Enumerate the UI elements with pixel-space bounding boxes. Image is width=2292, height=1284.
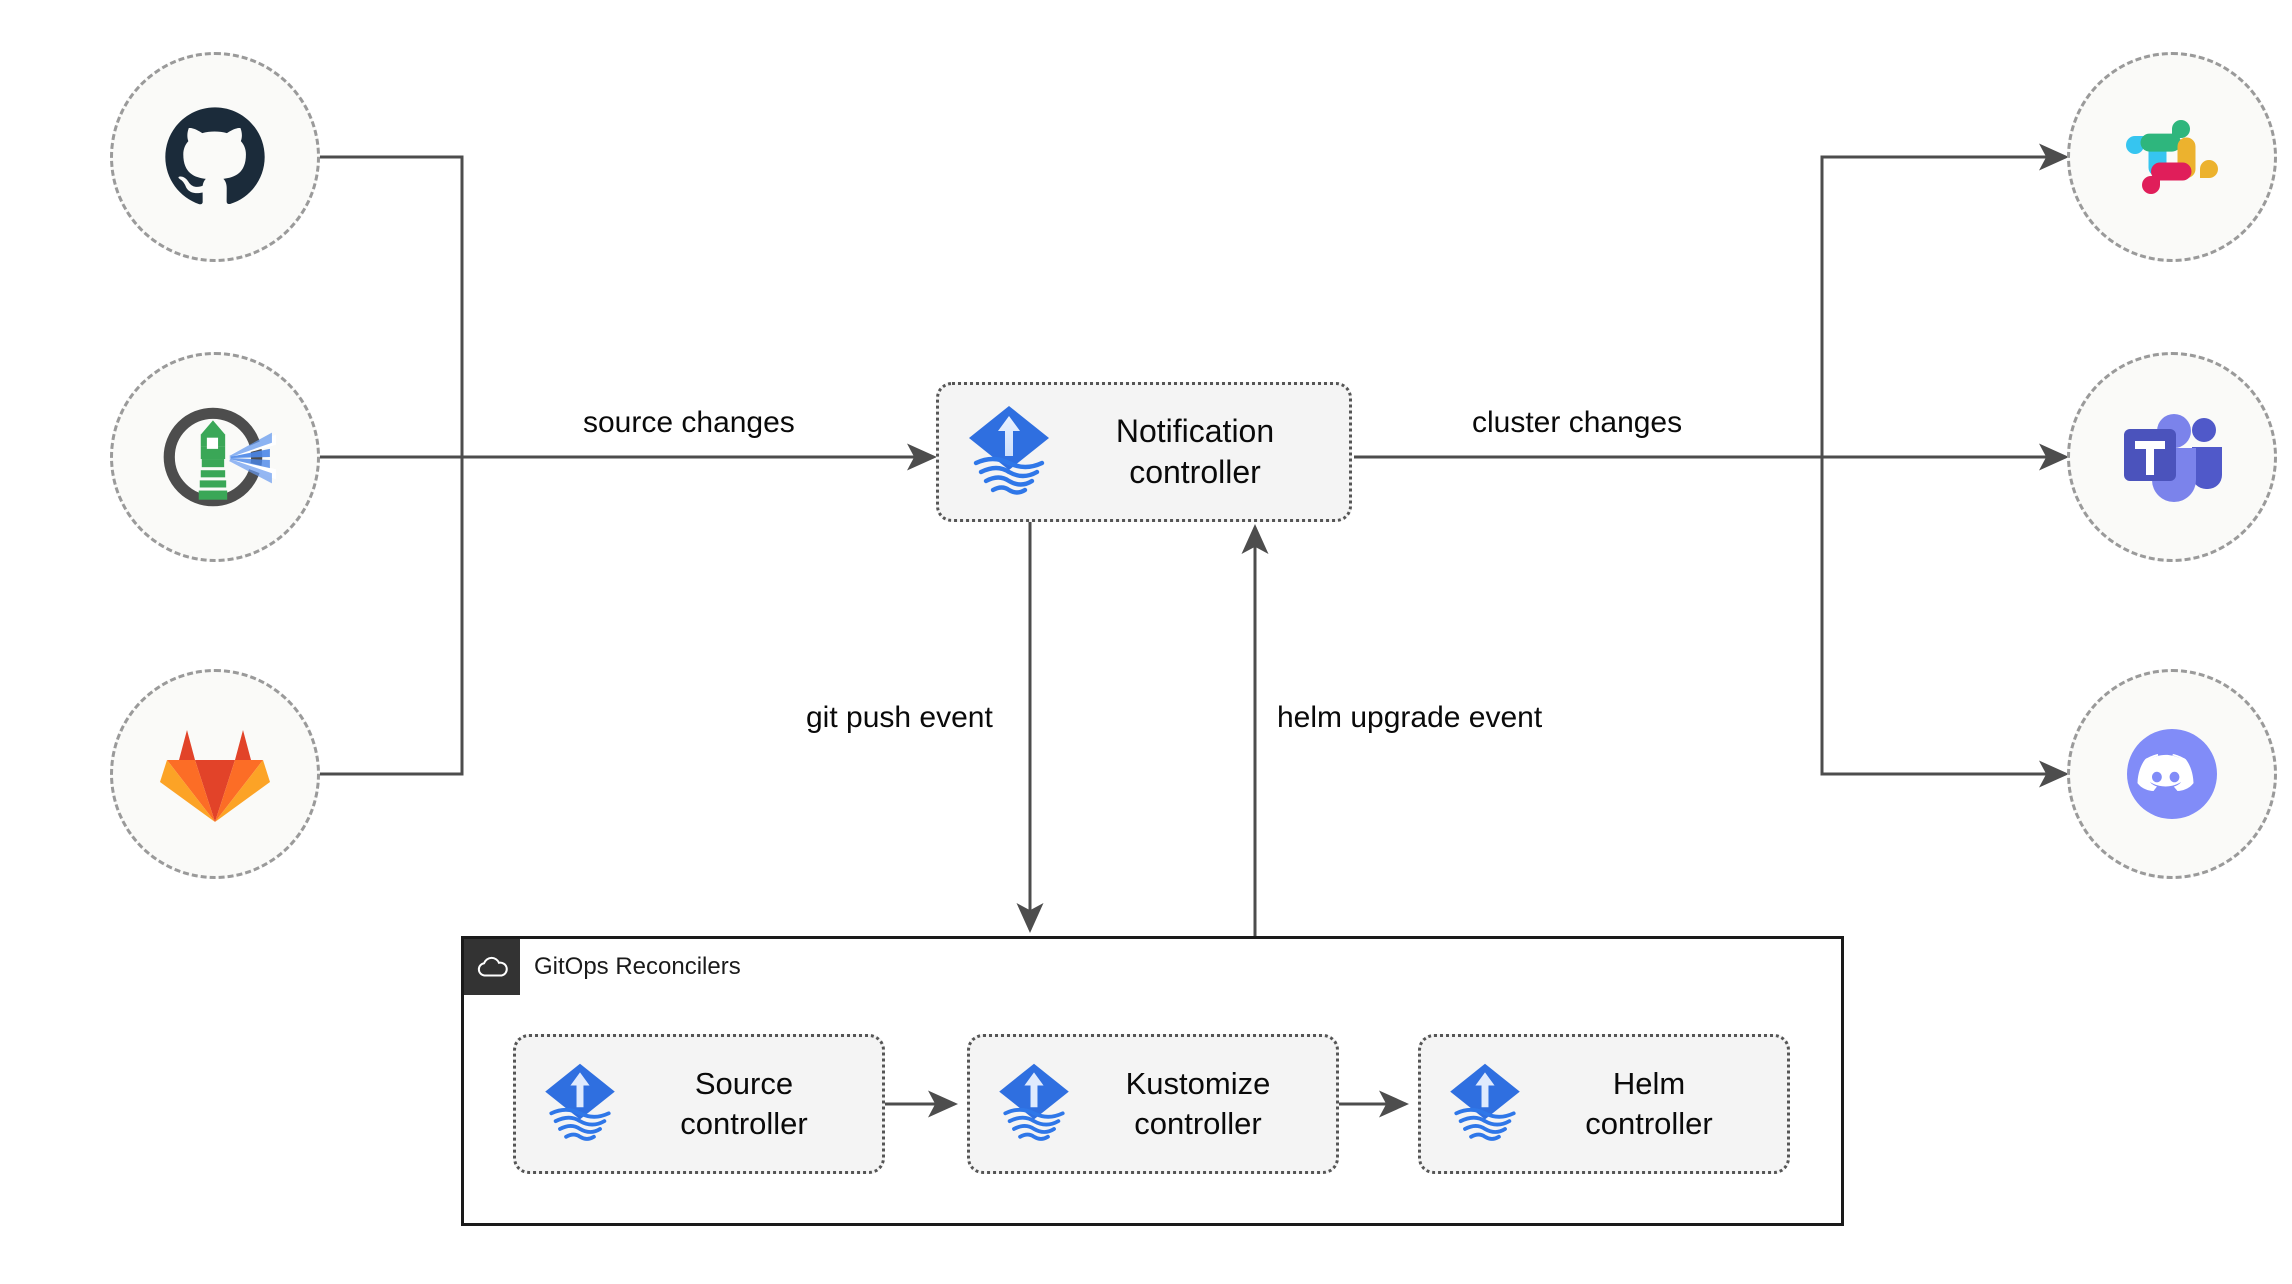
flux-lighthouse-icon <box>154 396 276 518</box>
edge-label-git-push-event: git push event <box>806 701 993 734</box>
gitops-reconcilers-title: GitOps Reconcilers <box>534 953 741 980</box>
slack-icon <box>2122 107 2222 207</box>
flux-logo-icon <box>540 1057 620 1152</box>
edge-source-changes <box>217 155 937 776</box>
gitops-reconcilers-group: GitOps Reconcilers <box>461 936 1844 1226</box>
edge-label-source-changes: source changes <box>583 406 795 439</box>
notification-controller-box[interactable]: Notification controller <box>936 382 1352 522</box>
cloud-icon <box>464 939 520 995</box>
gitlab-icon <box>159 720 271 828</box>
kustomize-controller-label: Kustomize controller <box>1125 1066 1271 1141</box>
target-node-slack[interactable] <box>2067 52 2277 262</box>
target-node-teams[interactable] <box>2067 352 2277 562</box>
github-icon <box>161 103 269 211</box>
discord-icon <box>2117 719 2227 829</box>
edge-label-cluster-changes: cluster changes <box>1472 406 1683 439</box>
helm-controller-box[interactable]: Helm controller <box>1418 1034 1790 1174</box>
microsoft-teams-icon <box>2118 407 2226 507</box>
source-node-github[interactable] <box>110 52 320 262</box>
flux-logo-icon <box>963 400 1055 505</box>
source-node-flux[interactable] <box>110 352 320 562</box>
helm-controller-label: Helm controller <box>1585 1066 1713 1141</box>
kustomize-controller-box[interactable]: Kustomize controller <box>967 1034 1339 1174</box>
target-node-discord[interactable] <box>2067 669 2277 879</box>
source-controller-label: Source controller <box>680 1066 808 1141</box>
edge-cluster-changes <box>1354 143 2069 788</box>
flux-logo-icon <box>994 1057 1074 1152</box>
flux-logo-icon <box>1445 1057 1525 1152</box>
source-controller-box[interactable]: Source controller <box>513 1034 885 1174</box>
notification-controller-label: Notification controller <box>1115 413 1275 490</box>
edge-label-helm-upgrade-event: helm upgrade event <box>1277 701 1543 734</box>
source-node-gitlab[interactable] <box>110 669 320 879</box>
